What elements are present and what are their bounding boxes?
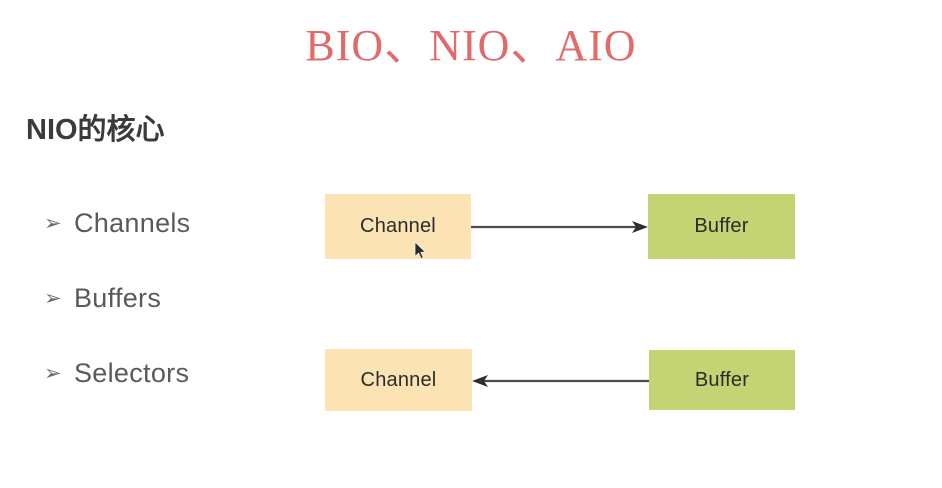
arrowhead-bullet-icon: ➢ bbox=[44, 286, 62, 310]
diagram-node-channel-row2[interactable]: Channel bbox=[325, 349, 472, 411]
arrow-channel-to-buffer bbox=[471, 221, 648, 233]
list-item-buffers[interactable]: ➢ Buffers bbox=[44, 261, 304, 336]
arrow-buffer-to-channel bbox=[472, 375, 649, 387]
list-item-selectors[interactable]: ➢ Selectors bbox=[44, 336, 304, 411]
diagram-node-buffer-row2[interactable]: Buffer bbox=[649, 350, 795, 410]
list-item-label: Selectors bbox=[74, 358, 190, 388]
arrowhead-bullet-icon: ➢ bbox=[44, 361, 62, 385]
diagram-node-buffer-row1[interactable]: Buffer bbox=[648, 194, 795, 259]
arrowhead-bullet-icon: ➢ bbox=[44, 211, 62, 235]
mouse-pointer-icon bbox=[414, 241, 426, 259]
page-title: BIO、NIO、AIO bbox=[305, 21, 637, 70]
list-item-channels[interactable]: ➢ Channels bbox=[44, 186, 304, 261]
list-item-label: Buffers bbox=[74, 283, 162, 313]
diagram-node-channel-row1[interactable]: Channel bbox=[325, 194, 471, 259]
core-concepts-list: ➢ Channels ➢ Buffers ➢ Selectors bbox=[44, 186, 304, 411]
section-heading: NIO的核心 bbox=[26, 114, 165, 146]
list-item-label: Channels bbox=[74, 208, 191, 238]
